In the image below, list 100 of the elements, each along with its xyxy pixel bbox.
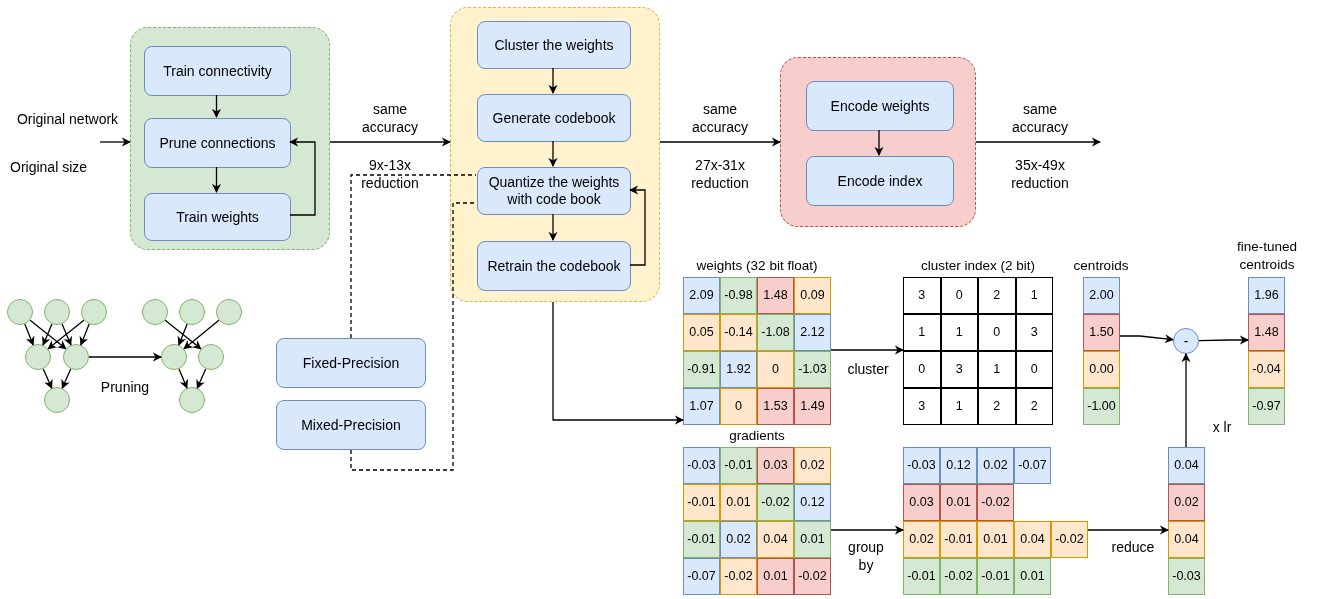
index-cell: 3 — [903, 277, 941, 314]
index-cell: 0 — [1015, 351, 1053, 388]
index-cell: 1 — [940, 388, 978, 425]
arrow — [548, 213, 558, 241]
matrix-cell: -0.14 — [720, 314, 757, 351]
arrow — [24, 323, 35, 346]
matrix-cell: -0.01 — [683, 521, 720, 558]
matrix-cell: 0.01 — [794, 521, 831, 558]
process-box: Encode index — [806, 156, 954, 206]
matrix-cell: -0.02 — [977, 484, 1014, 521]
table-heading: cluster index (2 bit) — [919, 257, 1036, 275]
matrix-cell: 0.02 — [794, 447, 831, 484]
matrix-cell: 2.12 — [794, 314, 831, 351]
edge-label: Original network — [15, 110, 120, 128]
process-box: Quantize the weights with code book — [477, 167, 631, 215]
index-cell: 2 — [978, 388, 1016, 425]
index-cell: 3 — [903, 388, 941, 425]
matrix-cell: 0.04 — [1014, 521, 1051, 558]
matrix-cell: -0.01 — [720, 447, 757, 484]
arrow — [183, 319, 220, 350]
arrow — [178, 368, 188, 389]
matrix-cell: -0.02 — [940, 558, 977, 595]
edge-label: cluster — [846, 360, 890, 378]
arrow — [1087, 525, 1169, 535]
arrow — [874, 129, 884, 156]
arrow — [29, 319, 67, 350]
arrow — [42, 368, 53, 389]
matrix-cell: 0.01 — [1014, 558, 1051, 595]
matrix-cell: -0.03 — [903, 447, 940, 484]
index-cell: 1 — [978, 351, 1016, 388]
matrix-cell: -1.00 — [1083, 388, 1120, 425]
arrow — [177, 323, 188, 346]
arrow — [548, 67, 558, 94]
arrow — [975, 137, 1101, 147]
index-cell: 1 — [903, 314, 941, 351]
stage-panel — [130, 27, 330, 250]
matrix-cell: -0.04 — [1248, 351, 1285, 388]
edge-label: group by — [847, 538, 885, 574]
neuron-circle — [179, 299, 205, 325]
index-cell: 0 — [903, 351, 941, 388]
process-box: Train connectivity — [144, 46, 291, 96]
index-cell: 0 — [978, 314, 1016, 351]
matrix-cell: -0.02 — [720, 558, 757, 595]
annotation-text: 27x-31x reduction — [690, 156, 750, 192]
matrix-cell: 2.00 — [1083, 277, 1120, 314]
edge-label: same accuracy — [361, 100, 419, 136]
index-cell: 1 — [940, 314, 978, 351]
index-cell: 0 — [940, 277, 978, 314]
process-box: Retrain the codebook — [477, 241, 631, 291]
neuron-circle — [25, 344, 51, 370]
process-box: Fixed-Precision — [276, 338, 426, 388]
matrix-cell: 0.03 — [757, 447, 794, 484]
process-box: Train weights — [144, 193, 291, 241]
matrix-cell: -0.97 — [1248, 388, 1285, 425]
neuron-circle — [142, 299, 168, 325]
matrix-cell: -0.01 — [683, 484, 720, 521]
matrix-cell: -0.98 — [720, 277, 757, 314]
arrow — [99, 137, 131, 147]
process-box: Prune connections — [144, 118, 291, 168]
connector-line — [350, 202, 477, 471]
arrow — [1119, 334, 1174, 344]
matrix-cell: 0.00 — [1083, 351, 1120, 388]
matrix-cell: 0.02 — [720, 521, 757, 558]
arrow — [830, 525, 904, 535]
process-box: Cluster the weights — [477, 21, 631, 69]
index-cell: 1 — [1015, 277, 1053, 314]
neuron-circle — [81, 299, 107, 325]
operator-circle: - — [1173, 328, 1199, 354]
arrow — [79, 323, 90, 346]
matrix-cell: 0.01 — [720, 484, 757, 521]
matrix-cell: -0.07 — [683, 558, 720, 595]
neuron-circle — [44, 299, 70, 325]
matrix-cell: 0 — [720, 388, 757, 425]
matrix-cell: 0.02 — [903, 521, 940, 558]
arrow — [42, 323, 53, 346]
matrix-cell: -0.03 — [683, 447, 720, 484]
arrow — [211, 94, 222, 118]
matrix-cell: 0.12 — [794, 484, 831, 521]
neuron-circle — [216, 299, 242, 325]
matrix-cell: 0.01 — [977, 521, 1014, 558]
index-cell: 2 — [978, 277, 1016, 314]
stage-panel — [780, 57, 976, 227]
matrix-cell: 1.50 — [1083, 314, 1120, 351]
matrix-cell: 1.92 — [720, 351, 757, 388]
arrow — [830, 345, 904, 355]
neuron-circle — [44, 387, 70, 413]
matrix-cell: 0.03 — [903, 484, 940, 521]
arrow — [211, 166, 222, 193]
matrix-cell: 0.02 — [1168, 484, 1205, 521]
stage-panel — [450, 7, 660, 302]
arrow — [1181, 353, 1191, 448]
neuron-circle — [161, 344, 187, 370]
arrow — [329, 137, 451, 147]
matrix-cell: 0.04 — [757, 521, 794, 558]
matrix-cell: -1.03 — [794, 351, 831, 388]
arrow — [289, 137, 316, 216]
matrix-cell: -0.07 — [1014, 447, 1051, 484]
matrix-cell: -0.02 — [1051, 521, 1088, 558]
table-heading: centroids — [1072, 257, 1130, 275]
matrix-cell: 0.01 — [940, 484, 977, 521]
